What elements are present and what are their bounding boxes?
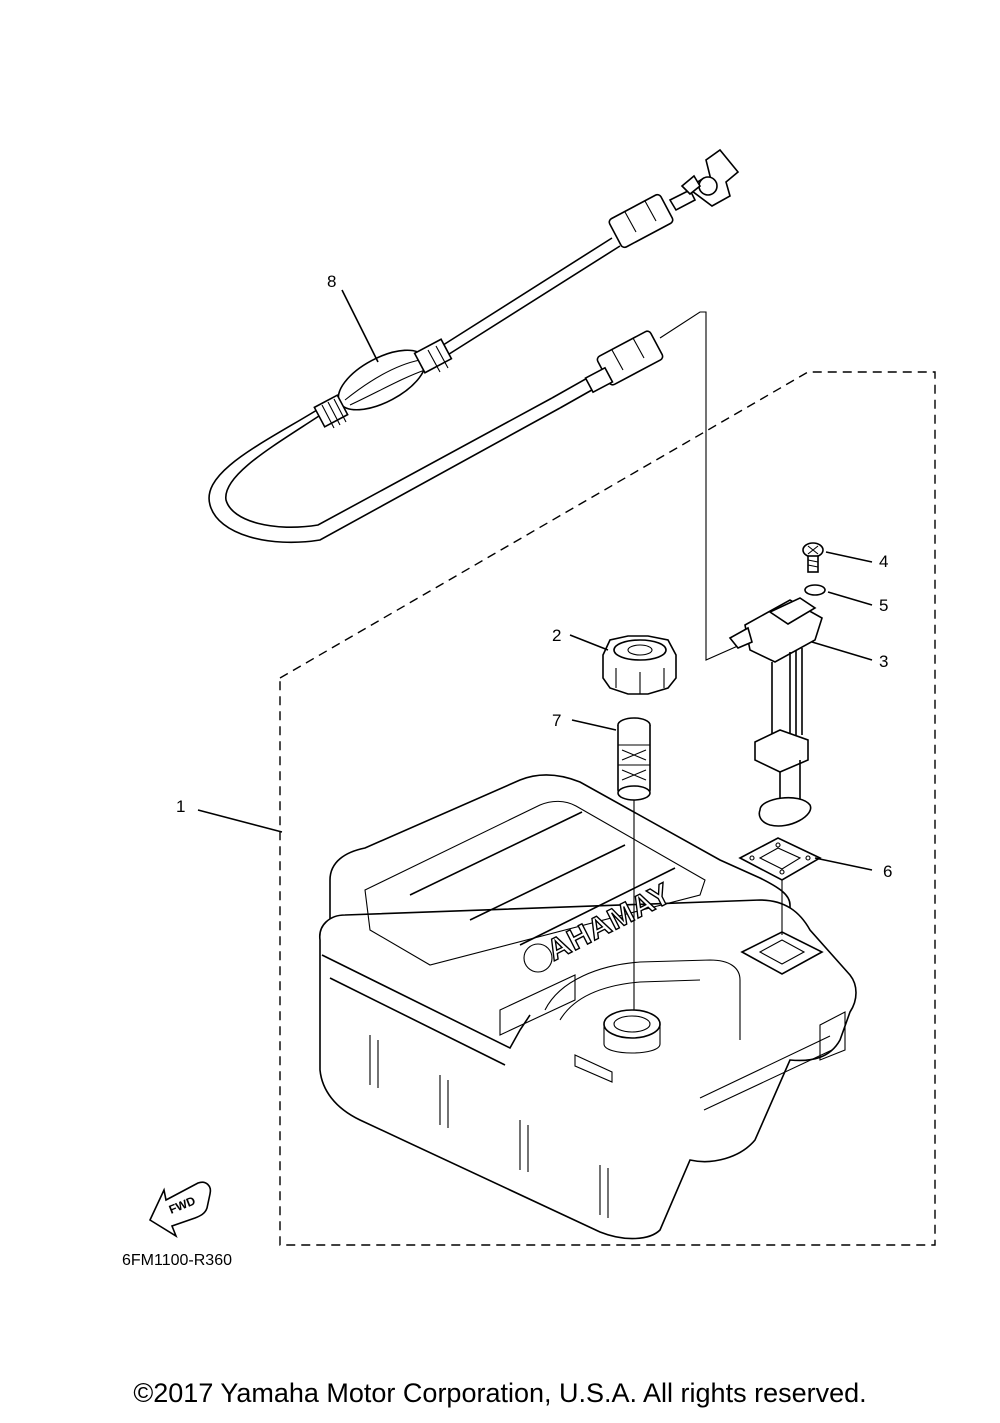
fuel-cock-part [728, 597, 823, 827]
leader-2 [569, 634, 609, 651]
callout-2: 2 [552, 626, 561, 645]
washer-part [804, 584, 826, 596]
fuel-hose-assembly [208, 148, 741, 661]
screw-part [802, 542, 824, 573]
outboard-fitting [680, 148, 740, 207]
gasket-part [738, 837, 822, 881]
callout-5: 5 [879, 596, 888, 615]
leader-4 [825, 551, 873, 563]
callout-8: 8 [327, 272, 336, 291]
copyright-notice: ©2017 Yamaha Motor Corporation, U.S.A. A… [133, 1378, 867, 1408]
callout-3: 3 [879, 652, 888, 671]
callout-4: 4 [879, 552, 888, 571]
callout-1: 1 [176, 797, 185, 816]
tank-connector [584, 330, 664, 394]
primer-bulb [313, 338, 453, 429]
leader-3 [811, 641, 873, 661]
diagram-code: 6FM1100-R360 [122, 1252, 232, 1269]
strainer-part [617, 717, 651, 801]
leader-1 [197, 809, 283, 833]
assembly-boundary [279, 371, 936, 1246]
fuel-tank: YAMAHA [319, 774, 857, 1240]
fuel-cap-part [602, 635, 677, 695]
fwd-arrow-icon: FWD [148, 1181, 212, 1238]
leader-6 [814, 857, 873, 871]
callout-7: 7 [552, 711, 561, 730]
engine-connector [608, 188, 697, 249]
leader-8 [341, 289, 379, 363]
callout-6: 6 [883, 862, 892, 881]
leader-5 [827, 591, 873, 606]
leader-7 [571, 719, 617, 731]
